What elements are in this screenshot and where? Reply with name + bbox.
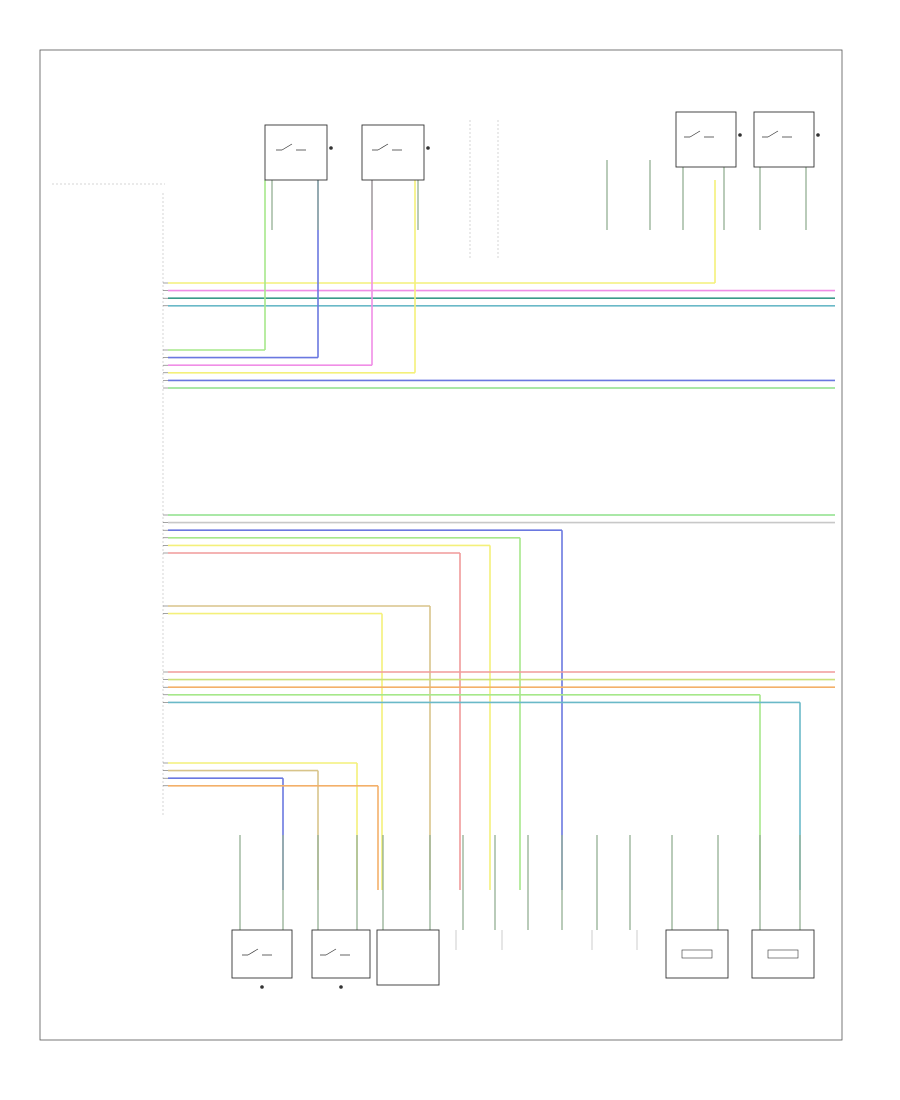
bottom-component-7 [665, 929, 729, 979]
bottom-switch-box-2 [311, 929, 371, 979]
connector-dot-icon [738, 133, 742, 137]
bottom-sensor-box-3 [376, 929, 440, 986]
top-component-2 [361, 124, 430, 181]
bottom-component-6 [591, 930, 638, 950]
bottom-sensor-box-8 [751, 929, 815, 979]
connector-dot-icon [816, 133, 820, 137]
top-component-3 [469, 120, 499, 260]
switch-contact-icon [320, 948, 350, 956]
pin-layer [163, 282, 168, 787]
bottom-component-4 [455, 930, 503, 950]
wire-layer [168, 160, 835, 930]
sensor-element-icon [681, 949, 713, 959]
bottom-component-1 [231, 929, 293, 989]
switch-contact-icon [684, 130, 714, 138]
top-component-1 [264, 124, 333, 181]
connector-dot-icon [426, 146, 430, 150]
module-block [52, 183, 165, 815]
bottom-component-2 [311, 929, 371, 989]
switch-contact-icon [372, 143, 402, 151]
top-switch-box-1 [264, 124, 328, 181]
switch-contact-icon [242, 948, 272, 956]
top-component-6 [753, 111, 820, 168]
bottom-component-3 [376, 929, 440, 986]
switch-contact-icon [276, 143, 306, 151]
top-component-5 [675, 111, 742, 168]
bottom-switch-box-1 [231, 929, 293, 979]
top-switch-box-6 [753, 111, 815, 168]
top-switch-box-5 [675, 111, 737, 168]
top-switch-box-2 [361, 124, 425, 181]
bottom-component-8 [751, 929, 815, 979]
diagram-frame [39, 49, 843, 1041]
switch-contact-icon [762, 130, 792, 138]
bottom-sensor-box-7 [665, 929, 729, 979]
connector-dot-icon [339, 985, 343, 989]
connector-dot-icon [329, 146, 333, 150]
sensor-element-icon [767, 949, 799, 959]
connector-dot-icon [260, 985, 264, 989]
